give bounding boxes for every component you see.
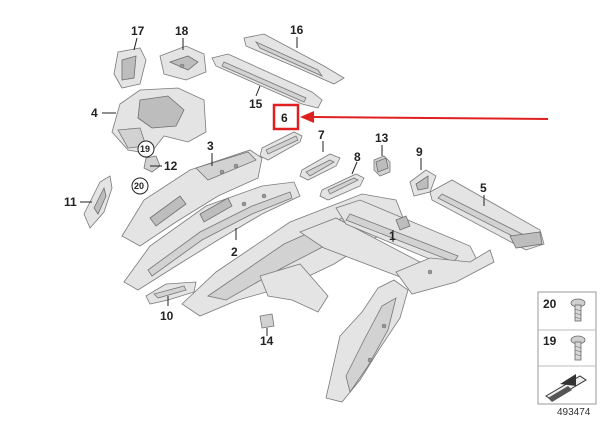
callout-12: 12 xyxy=(164,159,178,173)
part-11 xyxy=(83,175,113,229)
legend-box: 20 19 xyxy=(537,291,597,405)
callout-19: 19 xyxy=(140,144,150,154)
part-17 xyxy=(113,47,147,89)
part-1 xyxy=(181,193,495,403)
callout-2: 2 xyxy=(231,245,238,259)
reference-number: 493474 xyxy=(557,407,591,418)
callout-18: 18 xyxy=(175,24,189,38)
highlight-arrowhead xyxy=(300,111,314,123)
callout-9: 9 xyxy=(416,145,423,159)
part-2 xyxy=(123,181,301,291)
callout-11: 11 xyxy=(64,195,77,209)
callout-20: 20 xyxy=(134,181,144,191)
part-16 xyxy=(243,33,345,85)
callout-15: 15 xyxy=(249,97,263,111)
callout-20-circle xyxy=(131,177,149,195)
callout-14: 14 xyxy=(260,334,274,348)
part-8 xyxy=(319,173,365,201)
callout-16: 16 xyxy=(290,23,304,37)
part-9 xyxy=(409,169,437,197)
part-4 xyxy=(111,87,207,155)
part-5 xyxy=(429,179,545,251)
part-14 xyxy=(259,313,275,329)
callout-19-circle xyxy=(137,140,155,158)
highlight-arrow-line xyxy=(311,116,549,120)
callout-1: 1 xyxy=(389,229,396,243)
orientation-arrow-icon xyxy=(545,374,587,402)
screw-20-icon xyxy=(570,298,586,322)
part-13 xyxy=(373,155,391,177)
part-10 xyxy=(145,281,197,305)
legend-item-19: 19 xyxy=(543,334,557,348)
callout-3: 3 xyxy=(207,139,214,153)
callout-8: 8 xyxy=(354,150,361,164)
callout-17: 17 xyxy=(131,24,145,38)
callout-4: 4 xyxy=(91,106,98,120)
callout-7: 7 xyxy=(318,128,325,142)
part-15 xyxy=(211,53,323,109)
legend-item-20: 20 xyxy=(543,297,557,311)
screw-19-icon xyxy=(570,335,586,361)
callout-13: 13 xyxy=(375,131,389,145)
part-3 xyxy=(121,149,263,247)
highlight-box-6 xyxy=(272,103,300,131)
callout-6: 6 xyxy=(281,111,288,125)
callout-10: 10 xyxy=(160,309,174,323)
part-7 xyxy=(299,153,341,181)
part-19-bracket xyxy=(143,155,161,173)
part-6 xyxy=(259,131,303,161)
callout-5: 5 xyxy=(480,181,487,195)
part-18 xyxy=(159,45,207,81)
